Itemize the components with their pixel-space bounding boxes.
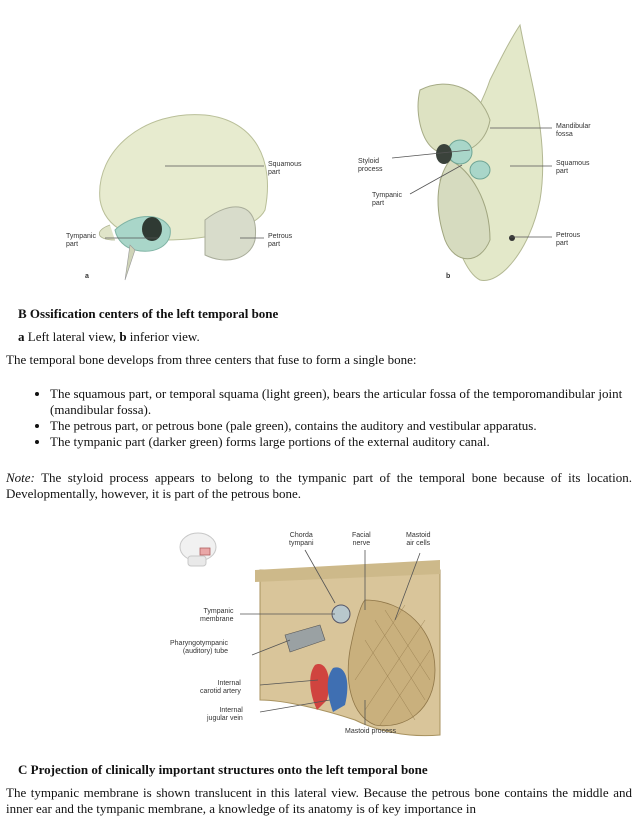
label-mastoid-air-cells: Mastoid air cells [406, 532, 431, 547]
temporal-bone-projection-illustration [255, 560, 441, 737]
panel-b-letter: b [446, 273, 451, 280]
label-tympanic-part-b: Tympanic part [372, 192, 402, 207]
intro-paragraph: The temporal bone develops from three ce… [6, 352, 417, 367]
temporal-bone-lateral-illustration [98, 114, 268, 281]
label-petrous-part-b: Petrous part [556, 232, 581, 247]
label-internal-carotid-artery: Internal carotid artery [200, 680, 241, 695]
label-tympanic-part-a: Tympanic part [66, 233, 96, 248]
figure-c-leaders [240, 549, 421, 725]
panel-a-letter: a [85, 273, 89, 280]
skull-thumbnail [176, 530, 222, 570]
note-text: The styloid process appears to belong to… [6, 470, 632, 501]
list-item: The squamous part, or temporal squama (l… [50, 386, 638, 418]
ossification-list: The squamous part, or temporal squama (l… [30, 386, 638, 450]
label-facial-nerve: Facial nerve [352, 532, 371, 547]
label-petrous-part-a: Petrous part [268, 233, 293, 248]
subtitle-a-letter: a [18, 329, 25, 344]
label-tympanic-membrane: Tympanic membrane [200, 608, 234, 623]
label-chorda-tympani: Chorda tympani [289, 532, 314, 547]
label-squamous-part-a: Squamous part [268, 161, 302, 176]
panel-b-leaders [391, 127, 552, 238]
label-mandibular-fossa: Mandibular fossa [556, 123, 591, 138]
label-internal-jugular-vein: Internal jugular vein [207, 707, 243, 722]
figure-b-subtitle: a Left lateral view, b inferior view. [18, 329, 200, 345]
figure-c-illustration-wrap [255, 560, 445, 740]
skull-icon [179, 532, 217, 567]
panel-a-leaders [105, 165, 264, 239]
figure-b-panel-a: a [55, 90, 315, 290]
label-squamous-part-b: Squamous part [556, 160, 590, 175]
note-label: Note: [6, 470, 35, 485]
subtitle-b-text: inferior view. [126, 329, 200, 344]
subtitle-a-text: Left lateral view, [24, 329, 120, 344]
label-styloid-process: Styloid process [358, 158, 383, 173]
note-paragraph: Note: The styloid process appears to bel… [6, 470, 632, 502]
list-item: The tympanic part (darker green) forms l… [50, 434, 638, 450]
final-paragraph: The tympanic membrane is shown transluce… [6, 785, 632, 816]
label-mastoid-process: Mastoid process [345, 728, 396, 735]
label-pharyngotympanic-tube: Pharyngotympanic (auditory) tube [170, 640, 228, 655]
figure-c-title: C Projection of clinically important str… [18, 762, 428, 777]
list-item: The petrous part, or petrous bone (pale … [50, 418, 638, 434]
temporal-bone-inferior-illustration [417, 23, 544, 281]
figure-b-title: B Ossification centers of the left tempo… [18, 306, 279, 321]
subtitle-b-letter: b [119, 329, 127, 344]
figure-b-panel-b: b [380, 20, 560, 290]
